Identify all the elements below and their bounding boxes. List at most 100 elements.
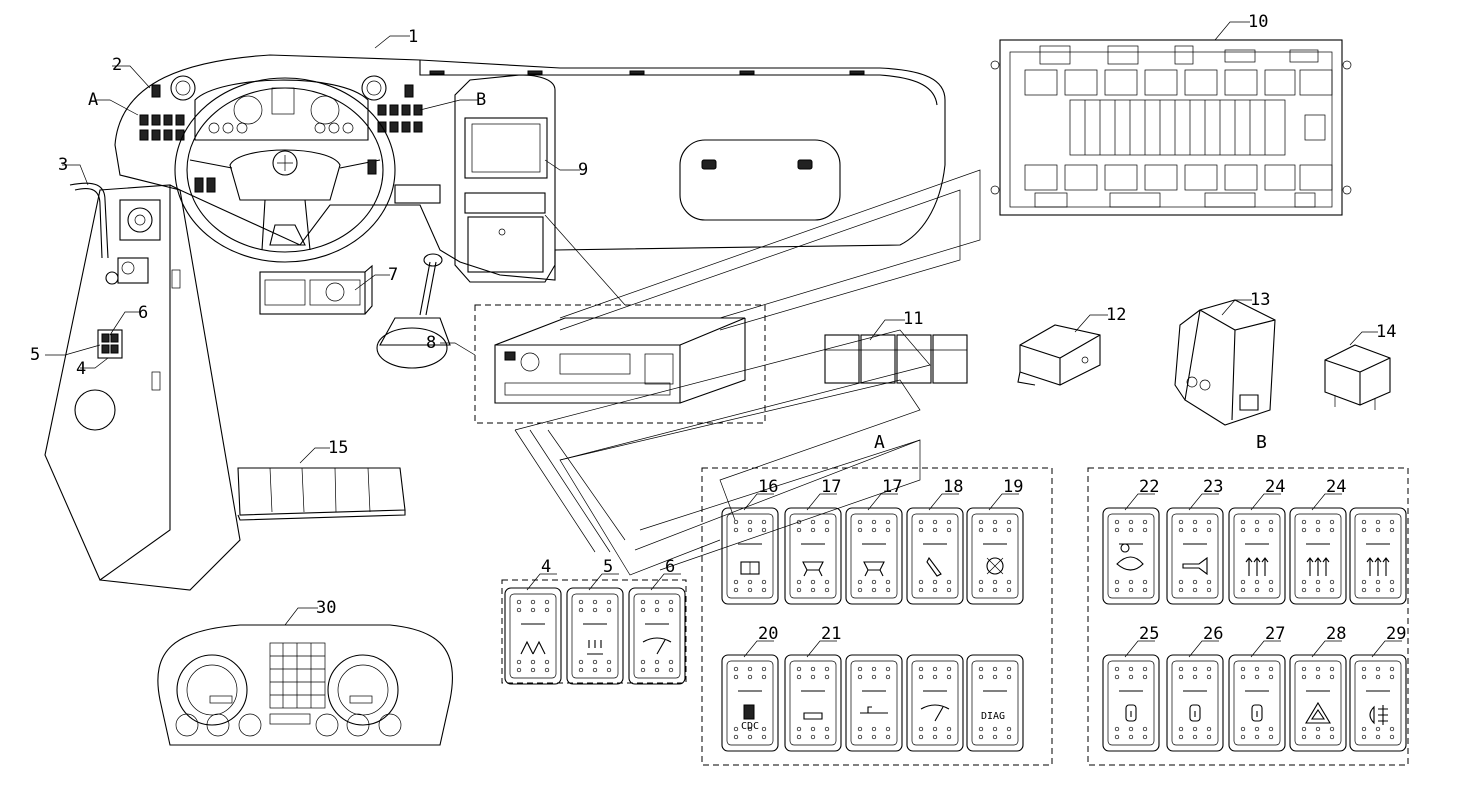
pin-dot — [761, 674, 767, 680]
switch-19-body[interactable] — [966, 507, 1024, 605]
switch-25-body[interactable] — [1102, 654, 1160, 752]
switch-20-face — [726, 660, 774, 746]
pin-dot — [1268, 674, 1274, 680]
switch-29[interactable]: 29 — [1349, 624, 1407, 752]
switch-21[interactable]: 21 — [784, 624, 842, 752]
switch-16[interactable]: 16 — [721, 477, 779, 605]
switch-22-body[interactable] — [1102, 507, 1160, 605]
pin-dot — [824, 734, 830, 740]
switch-26[interactable]: 26 — [1166, 624, 1224, 752]
switch-23[interactable]: 23 — [1166, 477, 1224, 605]
pin-dot — [871, 587, 877, 593]
pin-dot — [885, 726, 891, 732]
pin-dot — [1142, 674, 1148, 680]
mirror-heat-icon — [860, 706, 888, 714]
switch-plain-a-body[interactable] — [845, 654, 903, 752]
pin-dot — [824, 674, 830, 680]
callout-b: B — [476, 90, 486, 110]
callout-8: 8 — [426, 333, 436, 353]
switch-diag[interactable]: DIAG — [966, 654, 1024, 752]
pin-dot — [932, 674, 938, 680]
pin-dot — [747, 587, 753, 593]
switch-28-body[interactable] — [1289, 654, 1347, 752]
switch-25[interactable]: 25 — [1102, 624, 1160, 752]
pin-dot — [918, 734, 924, 740]
switch-19[interactable]: 19 — [966, 477, 1024, 605]
switch-28-number: 28 — [1326, 624, 1346, 644]
switch-22[interactable]: 22 — [1102, 477, 1160, 605]
pin-dot — [668, 599, 674, 605]
fan-icon-blades — [986, 557, 1004, 575]
switch-24b-body[interactable] — [1289, 507, 1347, 605]
heat-arrows-icon — [1322, 557, 1330, 576]
pin-dot — [747, 734, 753, 740]
switch-20-body[interactable] — [721, 654, 779, 752]
pin-dot — [992, 587, 998, 593]
callout-leaders — [45, 21, 1378, 626]
switch-20-number: 20 — [758, 624, 778, 644]
switch-6[interactable]: 6 — [628, 557, 686, 685]
switch-21-body[interactable] — [784, 654, 842, 752]
switch-29-body[interactable] — [1349, 654, 1407, 752]
switch-17b-body[interactable] — [845, 507, 903, 605]
pin-dot — [1128, 666, 1134, 672]
switch-24a[interactable]: 24 — [1228, 477, 1286, 605]
pin-dot — [530, 659, 536, 665]
switch-17b-face — [850, 513, 898, 599]
switch-diag-body[interactable] — [966, 654, 1024, 752]
switch-6-body[interactable] — [628, 587, 686, 685]
pin-dot — [1389, 579, 1395, 585]
switch-5[interactable]: 5 — [566, 557, 624, 685]
pin-dot — [1268, 579, 1274, 585]
pin-dot — [1240, 734, 1246, 740]
switch-leader — [928, 493, 959, 511]
callout-6: 6 — [138, 303, 148, 323]
pin-dot — [978, 726, 984, 732]
switch-17a-body[interactable] — [784, 507, 842, 605]
switch-16-body[interactable] — [721, 507, 779, 605]
switch-5-face — [571, 593, 619, 679]
pin-dot — [1178, 734, 1184, 740]
switch-plain-c[interactable] — [1349, 507, 1407, 605]
pin-dot — [978, 674, 984, 680]
diag-text: DIAG — [981, 711, 1005, 722]
switch-16-face — [726, 513, 774, 599]
switch-28[interactable]: 28 — [1289, 624, 1347, 752]
pin-dot — [1361, 726, 1367, 732]
pin-dot — [992, 734, 998, 740]
switch-plain-a[interactable] — [845, 654, 903, 752]
switch-21-face — [789, 660, 837, 746]
pin-dot — [1375, 666, 1381, 672]
switch-26-body[interactable] — [1166, 654, 1224, 752]
pin-dot — [1114, 587, 1120, 593]
switch-plain-b[interactable] — [906, 654, 964, 752]
switch-27[interactable]: 27 — [1228, 624, 1286, 752]
pin-dot — [885, 587, 891, 593]
switch-5-body[interactable] — [566, 587, 624, 685]
switch-24b[interactable]: 24 — [1289, 477, 1347, 605]
switch-4-body[interactable] — [504, 587, 562, 685]
water-icon — [520, 640, 546, 655]
switch-plain-c-body[interactable] — [1349, 507, 1407, 605]
switch-17b[interactable]: 17 — [845, 477, 903, 605]
pin-dot — [733, 587, 739, 593]
pin-dot — [1315, 734, 1321, 740]
switch-18[interactable]: 18 — [906, 477, 964, 605]
switch-18-body[interactable] — [906, 507, 964, 605]
pin-dot — [1301, 527, 1307, 533]
switch-4[interactable]: 4 — [504, 557, 562, 685]
pin-dot — [1142, 527, 1148, 533]
pin-dot — [810, 587, 816, 593]
person-icon — [1120, 543, 1130, 553]
pin-dot — [1142, 666, 1148, 672]
pin-dot — [1178, 726, 1184, 732]
switch-23-body[interactable] — [1166, 507, 1224, 605]
radio-unit — [474, 304, 766, 424]
pin-dot — [668, 659, 674, 665]
switch-17a[interactable]: 17 — [784, 477, 842, 605]
pin-dot — [761, 734, 767, 740]
switch-24a-body[interactable] — [1228, 507, 1286, 605]
switch-plain-b-body[interactable] — [906, 654, 964, 752]
switch-27-body[interactable] — [1228, 654, 1286, 752]
